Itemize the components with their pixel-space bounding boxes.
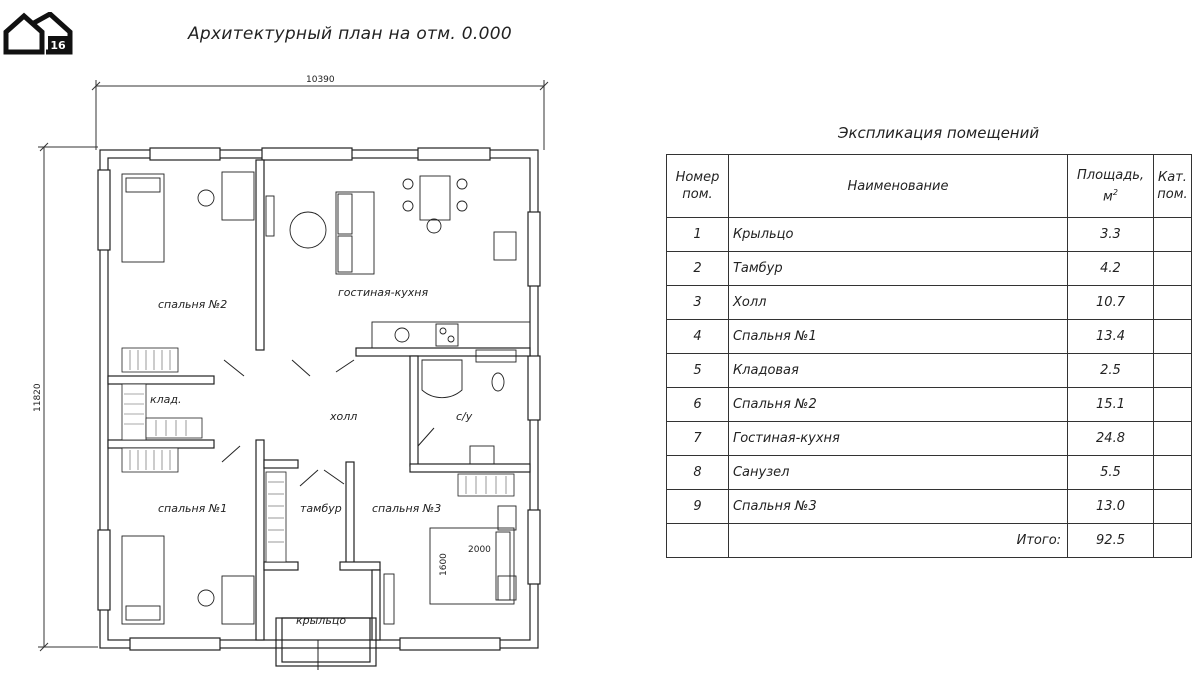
room-label-storage: клад. <box>150 393 182 406</box>
logo-badge: 16 <box>50 39 66 52</box>
header-area: Площадь,м2 <box>1067 154 1154 218</box>
dimension-height: 11820 <box>33 383 43 412</box>
room-label-porch: крыльцо <box>296 614 346 627</box>
room-label-hall: холл <box>329 410 357 423</box>
total-value: 92.5 <box>1067 523 1154 558</box>
room-label-bedroom1: спальня №1 <box>158 502 227 515</box>
house-logo-icon: 16 <box>3 12 73 55</box>
bed-dimension-w: 2000 <box>468 545 491 555</box>
floor-plan: спальня №2 гостиная-кухня клад. холл с/у… <box>33 75 549 670</box>
room-label-bath: с/у <box>456 410 473 423</box>
room-label-living: гостиная-кухня <box>338 286 428 299</box>
table-title: Экспликация помещений <box>838 124 1040 142</box>
room-label-bedroom2: спальня №2 <box>158 298 227 311</box>
header-cat: Кат.пом. <box>1152 154 1193 218</box>
room-label-bedroom3: спальня №3 <box>372 502 441 515</box>
room-label-vestibule: тамбур <box>300 502 342 515</box>
dimension-width: 10390 <box>306 75 335 85</box>
table-total-row: Итого:92.5 <box>666 523 1193 558</box>
total-label: Итого: <box>727 523 1069 558</box>
drawing-title: Архитектурный план на отм. 0.000 <box>188 24 512 44</box>
bed-dimension-h: 1600 <box>439 553 449 576</box>
header-name: Наименование <box>727 154 1069 218</box>
